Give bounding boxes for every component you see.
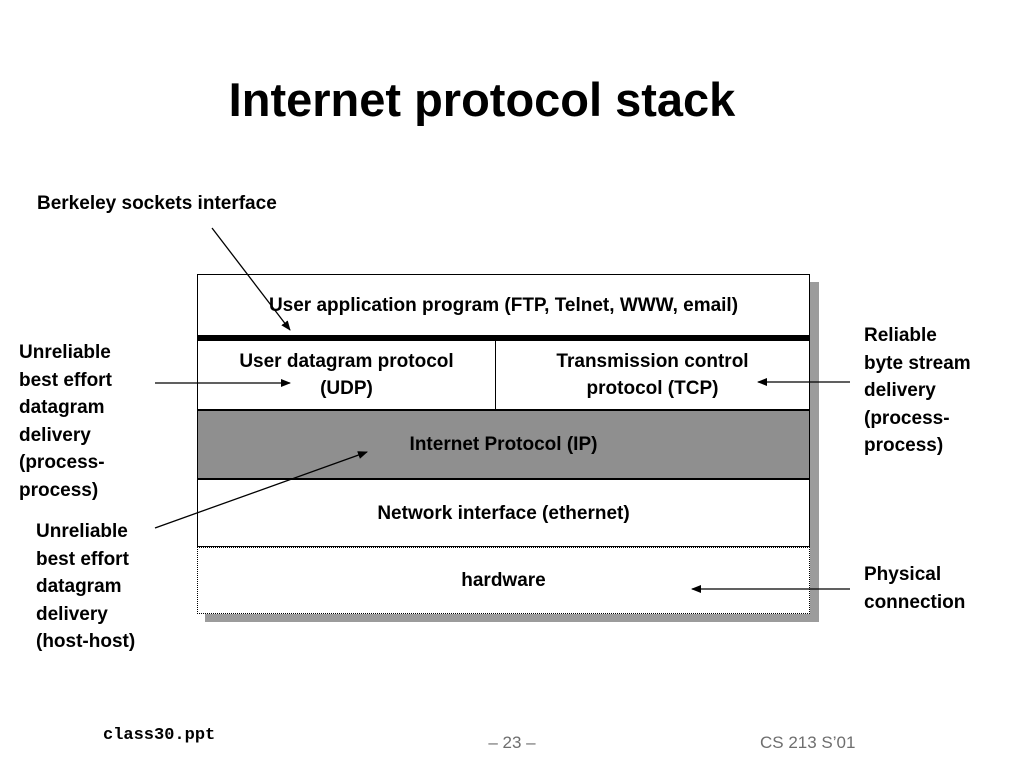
network-interface-layer: Network interface (ethernet) <box>197 478 810 547</box>
udp-layer: User datagram protocol (UDP) <box>197 340 497 410</box>
slide-title: Internet protocol stack <box>228 73 736 126</box>
footer-filename: class30.ppt <box>103 726 216 745</box>
tcp-note: Reliable byte stream delivery (process- … <box>864 325 971 456</box>
physical-note: Physical connection <box>864 564 966 613</box>
ip-arrow <box>154 451 368 529</box>
hardware-layer: hardware <box>197 547 810 614</box>
ip-layer: Internet Protocol (IP) <box>197 409 810 479</box>
sockets-arrow <box>211 227 291 331</box>
sockets-label: Berkeley sockets interface <box>37 193 277 214</box>
ip-note: Unreliable best effort datagram delivery… <box>36 521 136 652</box>
footer-course: CS 213 S’01 <box>760 733 856 752</box>
udp-note: Unreliable best effort datagram delivery… <box>19 342 112 501</box>
application-layer: User application program (FTP, Telnet, W… <box>197 274 810 340</box>
footer-page-number: – 23 – <box>488 733 536 752</box>
